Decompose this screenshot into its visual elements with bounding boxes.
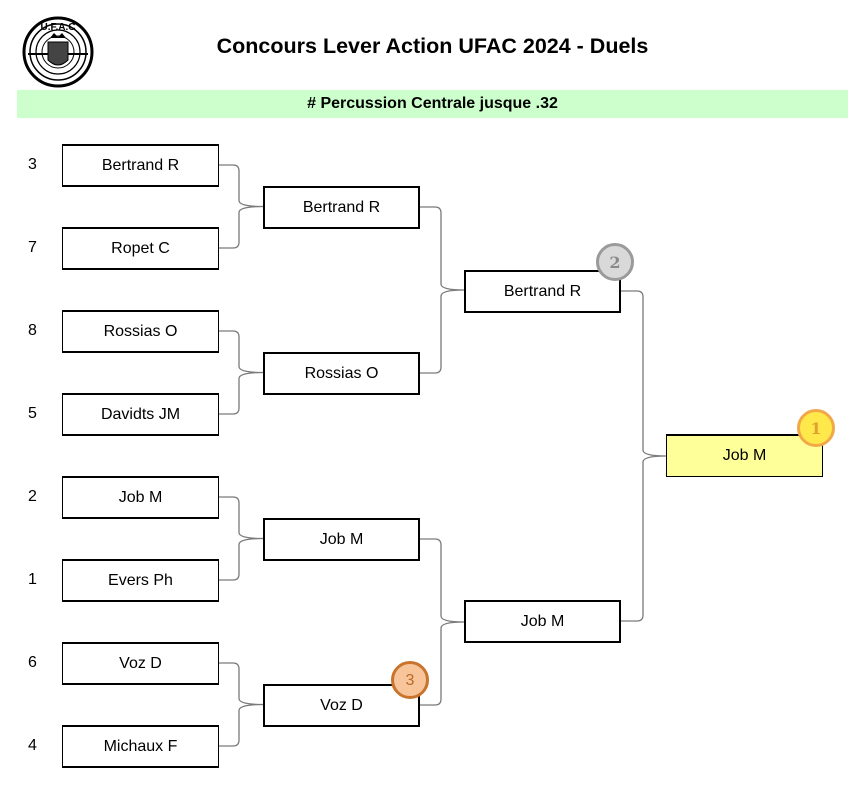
round1-competitor: Rossias O	[62, 310, 219, 353]
svg-text:U.F.A.C: U.F.A.C	[41, 22, 76, 33]
round2-winner: Rossias O	[263, 352, 420, 395]
seed-number: 5	[28, 405, 37, 422]
semifinal-winner: Job M	[464, 600, 621, 643]
bracket-connector	[620, 290, 667, 622]
round1-competitor: Job M	[62, 476, 219, 519]
bracket-connector	[218, 164, 264, 249]
round1-competitor: Evers Ph	[62, 559, 219, 602]
bracket-connector	[218, 496, 264, 581]
round1-competitor: Michaux F	[62, 725, 219, 768]
round1-competitor: Voz D	[62, 642, 219, 685]
seed-number: 1	[28, 571, 37, 588]
seed-number: 6	[28, 654, 37, 671]
round1-competitor: Ropet C	[62, 227, 219, 270]
bracket-connector	[218, 662, 264, 747]
ufac-logo-icon: U.F.A.C	[22, 16, 94, 88]
round1-competitor: Bertrand R	[62, 144, 219, 187]
gold-medal-badge: 1	[797, 409, 835, 447]
semifinal-winner: Bertrand R	[464, 270, 621, 313]
silver-medal-badge: 2	[596, 243, 634, 281]
round2-winner: Job M	[263, 518, 420, 561]
page-title: Concours Lever Action UFAC 2024 - Duels	[216, 34, 649, 58]
seed-number: 7	[28, 239, 37, 256]
bronze-medal-badge: 3	[391, 661, 429, 699]
round2-winner: Bertrand R	[263, 186, 420, 229]
champion-box: Job M	[666, 434, 823, 477]
round1-competitor: Davidts JM	[62, 393, 219, 436]
bracket-connector	[419, 206, 465, 374]
seed-number: 8	[28, 322, 37, 339]
bracket-connector	[218, 330, 264, 415]
seed-number: 4	[28, 737, 37, 754]
category-banner: # Percussion Centrale jusque .32	[17, 90, 848, 118]
seed-number: 2	[28, 488, 37, 505]
seed-number: 3	[28, 156, 37, 173]
